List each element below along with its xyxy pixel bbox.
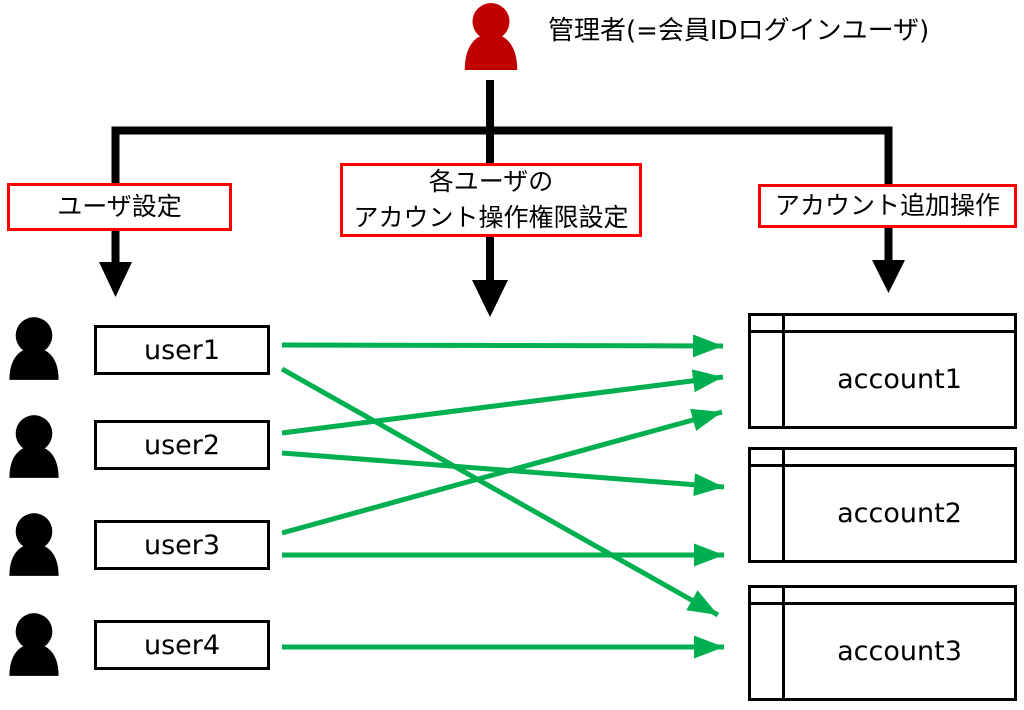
admin-connector: [99, 80, 905, 317]
permission-link-user1-account1: [281, 334, 724, 358]
permission-link-user3-account1: [281, 408, 723, 536]
account1-box: account1: [748, 313, 1017, 429]
label-permission-settings: 各ユーザの アカウント操作権限設定: [340, 163, 642, 237]
permission-link-user1-account3: [280, 366, 720, 618]
account3-header-divider: [751, 602, 1014, 605]
user3-box: user3: [94, 520, 270, 570]
user3-person-icon: [9, 513, 59, 576]
user4-person-icon: [9, 613, 59, 676]
account1-left-divider: [782, 316, 785, 426]
account2-header-divider: [751, 464, 1014, 467]
account1-header-divider: [751, 330, 1014, 333]
admin-person-icon: [464, 3, 518, 70]
diagram-title: 管理者(=会員IDログインユーザ): [548, 16, 930, 46]
right-branch-arrowhead-icon: [872, 260, 905, 293]
user1-box: user1: [94, 325, 270, 375]
user4-box: user4: [94, 620, 270, 670]
left-branch-arrowhead-icon: [99, 262, 132, 297]
account3-left-divider: [782, 588, 785, 698]
user2-label: user2: [143, 429, 221, 461]
user3-label: user3: [143, 529, 221, 561]
user4-label: user4: [143, 629, 221, 661]
account1-label: account1: [837, 364, 962, 395]
permission-link-user2-account1: [281, 369, 724, 436]
account2-left-divider: [782, 450, 785, 560]
permission-links-layer: [280, 334, 725, 659]
account2-box: account2: [748, 447, 1017, 563]
middle-branch-arrowhead-icon: [472, 280, 508, 317]
account2-label: account2: [837, 498, 962, 529]
label-permission-settings-line2: アカウント操作権限設定: [353, 203, 629, 232]
account3-box: account3: [748, 585, 1017, 701]
label-account-add-text: アカウント追加操作: [774, 191, 1000, 220]
label-account-add: アカウント追加操作: [758, 184, 1017, 228]
user1-label: user1: [143, 334, 221, 366]
user1-person-icon: [9, 317, 59, 380]
label-user-settings-text: ユーザ設定: [57, 192, 182, 221]
label-user-settings: ユーザ設定: [7, 183, 232, 231]
user2-person-icon: [9, 415, 59, 478]
label-permission-settings-line1: 各ユーザの: [428, 167, 554, 196]
user2-box: user2: [94, 420, 270, 470]
account3-label: account3: [837, 636, 962, 667]
